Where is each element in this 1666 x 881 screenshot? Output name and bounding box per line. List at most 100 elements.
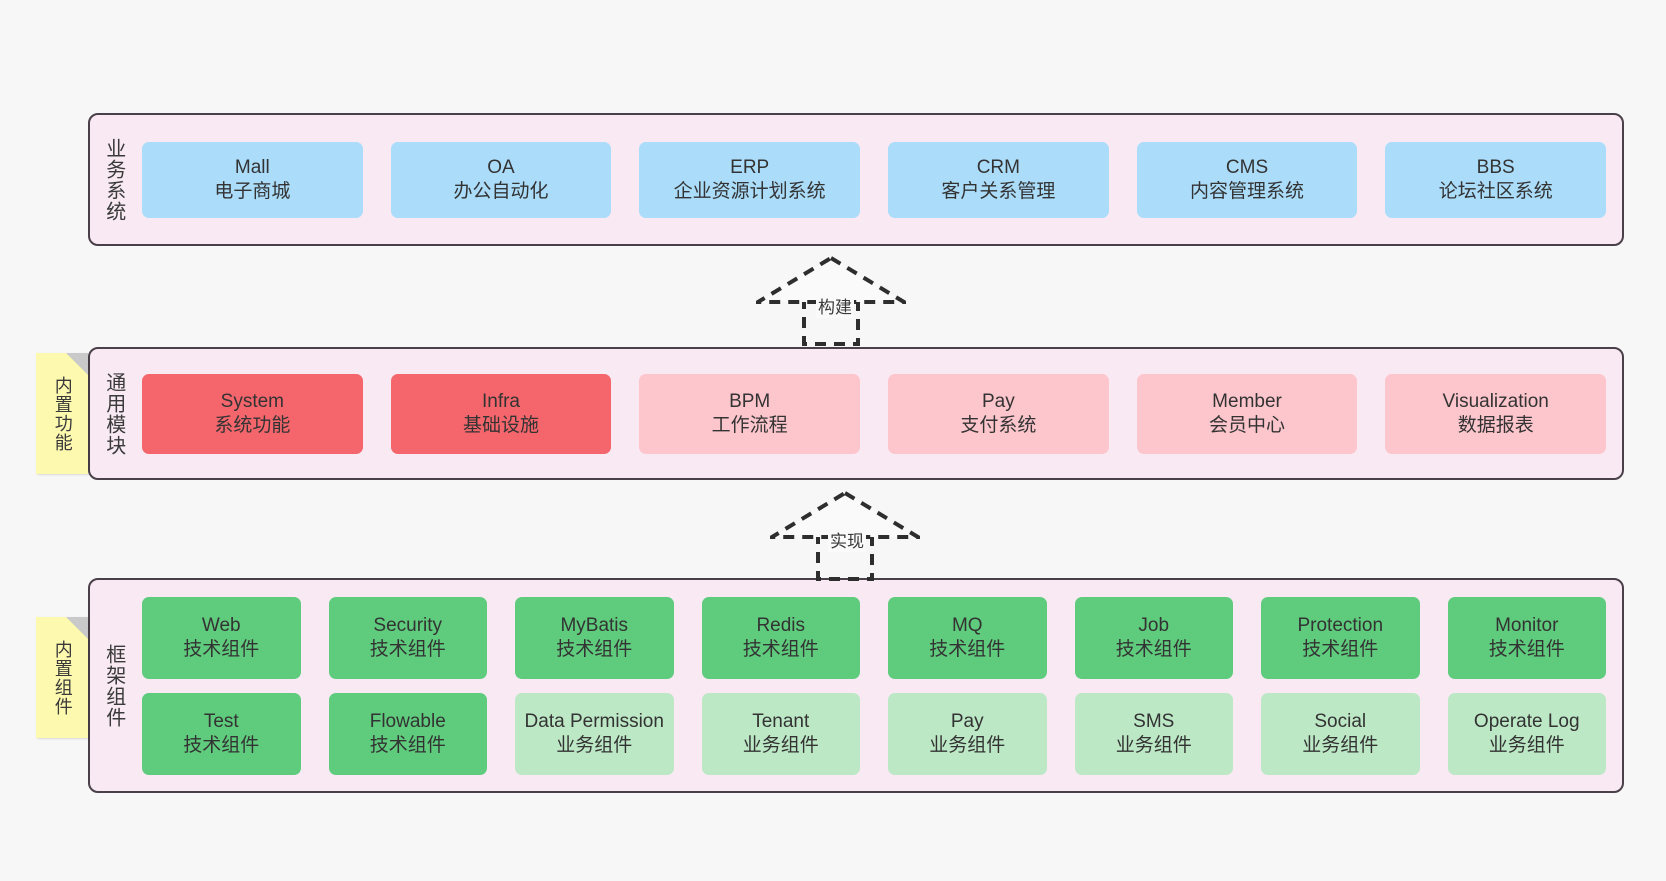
layer-title-framework-component: 框架组件: [102, 643, 125, 728]
card-title: Tenant: [752, 710, 810, 732]
card-title: Test: [203, 710, 239, 732]
card-title: Monitor: [1495, 614, 1559, 636]
card-title: Web: [201, 614, 241, 636]
card-mall[interactable]: Mall 电子商城: [142, 141, 363, 218]
card-title: Pay: [950, 710, 984, 732]
card-title: Redis: [756, 614, 806, 636]
card-subtitle: 论坛社区系统: [1438, 180, 1553, 202]
layer-body-framework-component: Web 技术组件 Security 技术组件 MyBatis 技术组件 Redi…: [136, 580, 1622, 791]
card-crm[interactable]: CRM 客户关系管理: [888, 141, 1109, 218]
card-subtitle: 支付系统: [960, 414, 1037, 436]
card-bbs[interactable]: BBS 论坛社区系统: [1385, 141, 1607, 218]
card-erp[interactable]: ERP 企业资源计划系统: [639, 141, 861, 218]
card-oa[interactable]: OA 办公自动化: [390, 141, 612, 218]
card-bpm[interactable]: BPM 工作流程: [639, 373, 861, 454]
card-subtitle: 技术组件: [369, 734, 446, 756]
card-pay-module[interactable]: Pay 支付系统: [888, 373, 1109, 454]
card-subtitle: 技术组件: [183, 638, 260, 660]
card-title: Visualization: [1442, 390, 1549, 412]
card-title: BBS: [1476, 156, 1515, 178]
card-subtitle: 技术组件: [183, 734, 260, 756]
sticky-note-label: 内置组件: [52, 639, 73, 716]
card-visualization[interactable]: Visualization 数据报表: [1385, 373, 1607, 454]
card-web[interactable]: Web 技术组件: [142, 596, 301, 679]
card-title: Mall: [234, 156, 270, 178]
card-subtitle: 技术组件: [742, 638, 819, 660]
card-subtitle: 业务组件: [1488, 734, 1565, 756]
card-subtitle: 内容管理系统: [1190, 180, 1305, 202]
sticky-note-builtin-component: 内置组件: [36, 617, 88, 738]
connector-label-implement: 实现: [828, 527, 866, 552]
card-subtitle: 业务组件: [742, 734, 819, 756]
card-title: ERP: [730, 156, 770, 178]
card-subtitle: 数据报表: [1457, 414, 1534, 436]
card-subtitle: 电子商城: [214, 180, 291, 202]
layer-body-business-system: Mall 电子商城 OA 办公自动化 ERP 企业资源计划系统 CRM 客户关系…: [136, 115, 1622, 244]
card-subtitle: 工作流程: [711, 414, 788, 436]
card-pay-component[interactable]: Pay 业务组件: [888, 692, 1047, 775]
card-subtitle: 业务组件: [1302, 734, 1379, 756]
layer-title-business-system: 业务系统: [102, 137, 125, 222]
card-title: Flowable: [369, 710, 446, 732]
card-title: BPM: [729, 390, 771, 412]
card-security[interactable]: Security 技术组件: [328, 596, 487, 679]
card-subtitle: 技术组件: [929, 638, 1006, 660]
card-subtitle: 业务组件: [1115, 734, 1192, 756]
card-tenant[interactable]: Tenant 业务组件: [701, 692, 860, 775]
card-redis[interactable]: Redis 技术组件: [701, 596, 860, 679]
card-operate-log[interactable]: Operate Log 业务组件: [1447, 692, 1606, 775]
card-title: System: [220, 390, 285, 412]
card-mybatis[interactable]: MyBatis 技术组件: [515, 596, 674, 679]
card-title: MQ: [951, 614, 983, 636]
card-subtitle: 企业资源计划系统: [673, 180, 826, 202]
card-data-permission[interactable]: Data Permission 业务组件: [515, 692, 674, 775]
card-title: Job: [1138, 614, 1170, 636]
card-infra[interactable]: Infra 基础设施: [390, 373, 612, 454]
card-test[interactable]: Test 技术组件: [142, 692, 301, 775]
layer-framework-component: 框架组件 Web 技术组件 Security 技术组件 MyBatis 技术组件…: [88, 578, 1624, 793]
card-subtitle: 办公自动化: [453, 180, 549, 202]
card-subtitle: 技术组件: [1488, 638, 1565, 660]
card-flowable[interactable]: Flowable 技术组件: [328, 692, 487, 775]
card-title: Infra: [481, 390, 521, 412]
card-title: Member: [1212, 390, 1282, 412]
card-row: Web 技术组件 Security 技术组件 MyBatis 技术组件 Redi…: [142, 596, 1606, 679]
layer-body-common-module: System 系统功能 Infra 基础设施 BPM 工作流程 Pay 支付系统…: [136, 349, 1622, 478]
card-subtitle: 系统功能: [214, 414, 291, 436]
card-title: CMS: [1225, 156, 1269, 178]
card-title: OA: [487, 156, 515, 178]
card-title: Data Permission: [524, 710, 664, 732]
card-subtitle: 技术组件: [556, 638, 633, 660]
card-title: SMS: [1133, 710, 1175, 732]
card-subtitle: 客户关系管理: [941, 180, 1056, 202]
card-row: Test 技术组件 Flowable 技术组件 Data Permission …: [142, 692, 1606, 775]
card-subtitle: 业务组件: [556, 734, 633, 756]
card-subtitle: 技术组件: [1115, 638, 1192, 660]
card-monitor[interactable]: Monitor 技术组件: [1447, 596, 1606, 679]
card-protection[interactable]: Protection 技术组件: [1261, 596, 1420, 679]
layer-business-system: 业务系统 Mall 电子商城 OA 办公自动化 ERP 企业资源计划系统 CRM…: [88, 113, 1624, 246]
card-mq[interactable]: MQ 技术组件: [888, 596, 1047, 679]
card-job[interactable]: Job 技术组件: [1074, 596, 1233, 679]
card-member[interactable]: Member 会员中心: [1136, 373, 1358, 454]
card-title: Security: [373, 614, 443, 636]
layer-title-common-module: 通用模块: [102, 371, 125, 456]
sticky-note-builtin-feature: 内置功能: [36, 353, 88, 474]
card-title: Protection: [1297, 614, 1384, 636]
card-subtitle: 技术组件: [1302, 638, 1379, 660]
card-system[interactable]: System 系统功能: [142, 373, 363, 454]
card-sms[interactable]: SMS 业务组件: [1074, 692, 1233, 775]
card-title: CRM: [976, 156, 1020, 178]
card-social[interactable]: Social 业务组件: [1261, 692, 1420, 775]
card-subtitle: 会员中心: [1209, 414, 1286, 436]
card-cms[interactable]: CMS 内容管理系统: [1136, 141, 1358, 218]
card-subtitle: 基础设施: [463, 414, 540, 436]
card-subtitle: 业务组件: [929, 734, 1006, 756]
card-title: Social: [1314, 710, 1367, 732]
connector-label-build: 构建: [816, 293, 854, 318]
layer-common-module: 通用模块 System 系统功能 Infra 基础设施 BPM 工作流程 Pay…: [88, 347, 1624, 480]
card-title: MyBatis: [560, 614, 629, 636]
sticky-note-label: 内置功能: [52, 375, 73, 452]
card-subtitle: 技术组件: [369, 638, 446, 660]
